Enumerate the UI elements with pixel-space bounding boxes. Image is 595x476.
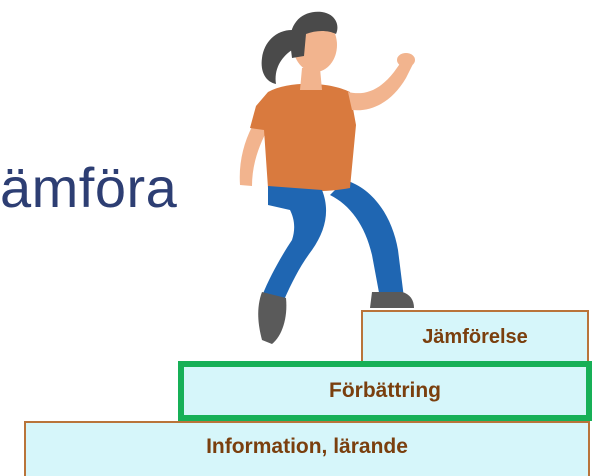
- step-improvement-label: Förbättring: [329, 379, 441, 402]
- ponytail: [261, 30, 292, 84]
- front-shoe: [258, 292, 287, 344]
- hair: [290, 11, 338, 58]
- back-leg: [330, 180, 404, 298]
- raised-arm: [348, 58, 414, 111]
- shirt: [250, 83, 356, 192]
- step-information-learning: Information, lärande: [24, 421, 590, 476]
- step-information-learning-label: Information, lärande: [206, 435, 408, 458]
- back-shoe: [370, 292, 414, 308]
- step-comparison-label: Jämförelse: [422, 325, 528, 348]
- raised-hand: [397, 53, 415, 67]
- front-leg: [262, 186, 327, 300]
- neck: [300, 68, 322, 90]
- step-comparison: Jämförelse: [361, 310, 589, 364]
- page-heading: ämföra: [0, 156, 178, 219]
- step-improvement: Förbättring: [178, 361, 592, 421]
